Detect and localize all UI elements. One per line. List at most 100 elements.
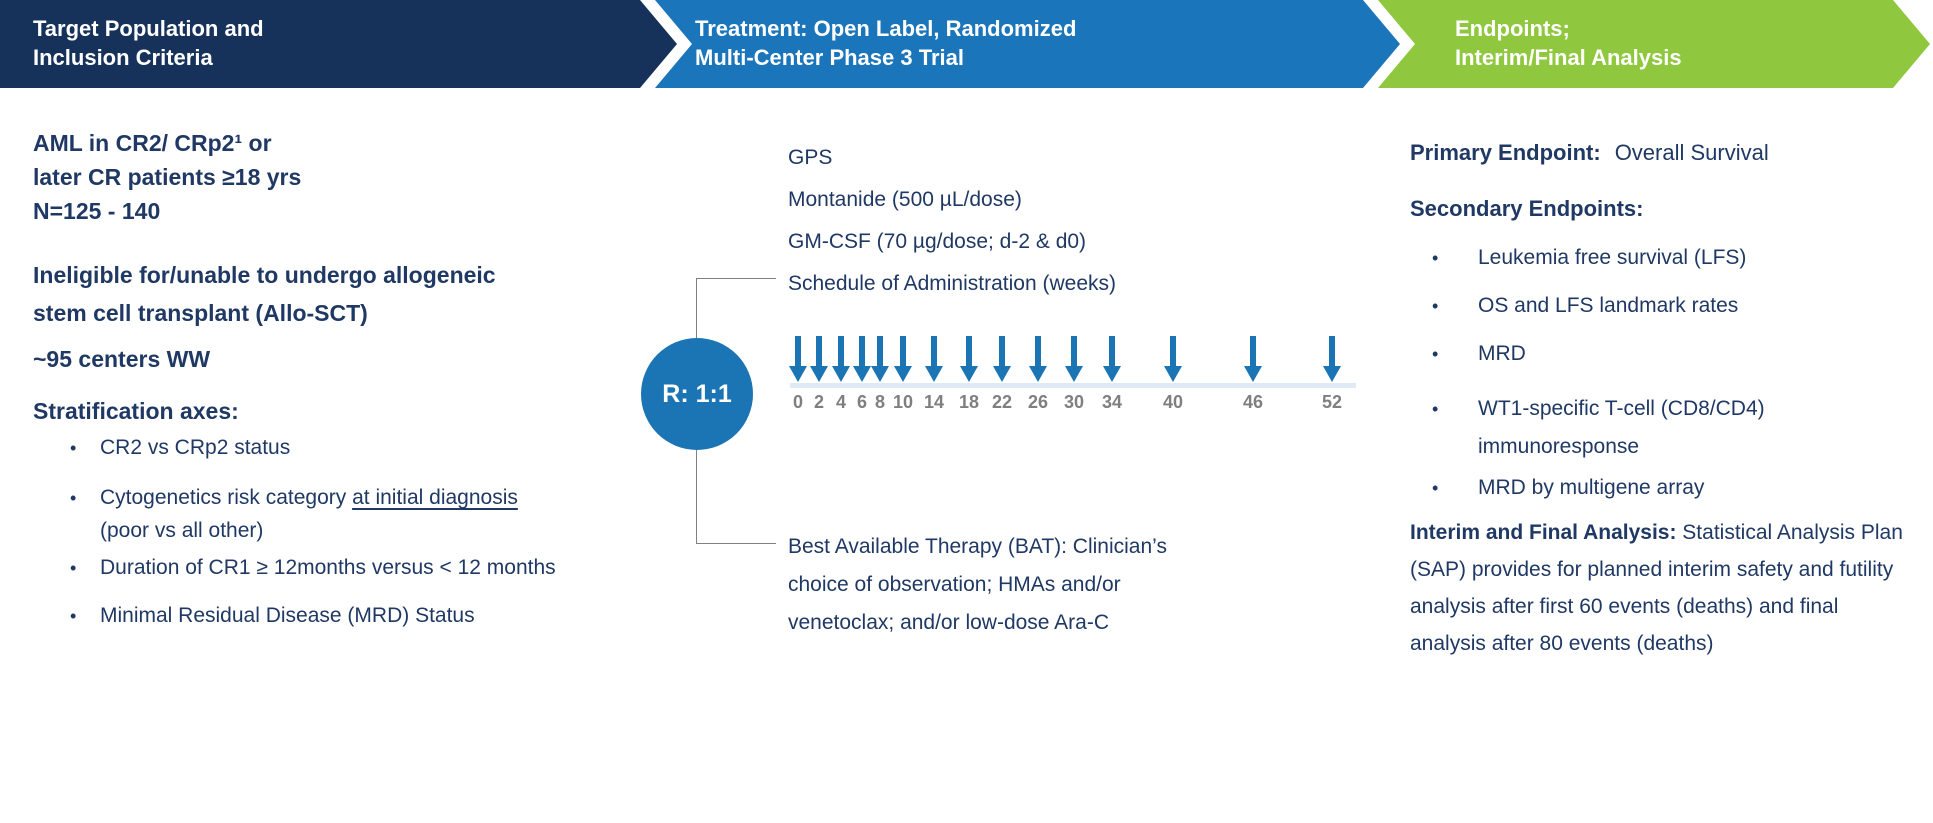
stratification-heading: Stratification axes: xyxy=(33,398,239,424)
arrow-shaft xyxy=(838,336,844,366)
bullet-4-text: Minimal Residual Disease (MRD) Status xyxy=(100,604,475,627)
endpoint-bullet-2: • OS and LFS landmark rates xyxy=(1432,294,1738,318)
endpoint-bullet-3: • MRD xyxy=(1432,342,1526,366)
week-label: 8 xyxy=(874,392,885,412)
arrow-shaft xyxy=(1109,336,1115,366)
randomization-label: R: 1:1 xyxy=(662,379,732,408)
interim-label: Interim and Final Analysis: xyxy=(1410,521,1677,544)
arrow-head xyxy=(810,366,828,382)
bullet-icon: • xyxy=(70,558,77,578)
endpoint-3-text: MRD xyxy=(1478,342,1526,365)
endpoint-1-text: Leukemia free survival (LFS) xyxy=(1478,246,1747,269)
week-label: 22 xyxy=(991,392,1013,412)
arrow-head xyxy=(1164,366,1182,382)
dose-arrow-icon xyxy=(1244,336,1262,382)
dose-arrow-icon xyxy=(894,336,912,382)
arrow-shaft xyxy=(859,336,865,366)
week-label: 30 xyxy=(1063,392,1085,412)
bullet-2-pre: Cytogenetics risk category xyxy=(100,486,353,509)
banner-endpoints-line2: Interim/Final Analysis xyxy=(1455,45,1682,70)
dose-arrow-icon xyxy=(1164,336,1182,382)
week-label: 46 xyxy=(1242,392,1264,412)
dose-arrow-icon xyxy=(853,336,871,382)
gps-arm-line3: GM-CSF (70 µg/dose; d-2 & d0) xyxy=(788,230,1087,253)
population-ineligible-block: Ineligible for/unable to undergo allogen… xyxy=(33,256,496,332)
cohort-line2: later CR patients ≥18 yrs xyxy=(33,164,302,190)
dose-arrow-icon xyxy=(810,336,828,382)
ineligible-line1: Ineligible for/unable to undergo allogen… xyxy=(33,262,496,288)
week-label: 26 xyxy=(1027,392,1049,412)
week-label: 14 xyxy=(923,392,945,412)
endpoint-4-line2: immunoresponse xyxy=(1478,435,1640,458)
week-label: 4 xyxy=(835,392,846,412)
secondary-endpoints-heading: Secondary Endpoints: xyxy=(1410,196,1644,221)
stratification-bullet-2: • Cytogenetics risk category at initial d… xyxy=(70,486,518,510)
schedule-title: Schedule of Administration (weeks) xyxy=(788,272,1116,295)
dose-arrow-icon xyxy=(960,336,978,382)
arrow-shaft xyxy=(816,336,822,366)
bullet-icon: • xyxy=(70,488,77,508)
week-label: 6 xyxy=(856,392,867,412)
arrow-shaft xyxy=(1329,336,1335,366)
week-label: 10 xyxy=(892,392,914,412)
endpoint-bullet-4: • WT1-specific T-cell (CD8/CD4) immunoresp… xyxy=(1432,390,1765,466)
endpoint-4-line1: WT1-specific T-cell (CD8/CD4) xyxy=(1478,397,1765,420)
stratification-bullet-2-line2: (poor vs all other) xyxy=(100,519,264,542)
bullet-icon: • xyxy=(1432,399,1439,419)
dose-arrow-icon xyxy=(1103,336,1121,382)
bracket-bottom-horizontal xyxy=(696,543,776,544)
interim-final-analysis-paragraph: Interim and Final Analysis: Statistical … xyxy=(1410,514,1906,662)
chevron-banner-endpoints: Endpoints; Interim/Final Analysis xyxy=(1378,0,1930,88)
endpoint-bullet-5: •MRD by multigene array xyxy=(1432,476,1704,500)
primary-endpoint-value: Overall Survival xyxy=(1614,140,1769,165)
arrow-head xyxy=(871,366,889,382)
bullet-icon: • xyxy=(1432,344,1439,364)
arrow-shaft xyxy=(931,336,937,366)
gps-arm-line2: Montanide (500 µL/dose) xyxy=(788,188,1022,211)
arrow-shaft xyxy=(1250,336,1256,366)
stratification-bullet-1: •CR2 vs CRp2 status xyxy=(70,436,290,460)
week-label: 18 xyxy=(958,392,980,412)
banner-endpoints-title: Endpoints; Interim/Final Analysis xyxy=(1455,14,1682,72)
ineligible-line2: stem cell transplant (Allo-SCT) xyxy=(33,300,368,326)
bullet-icon: • xyxy=(1432,296,1439,316)
population-centers: ~95 centers WW xyxy=(33,346,211,372)
arrow-head xyxy=(1103,366,1121,382)
banner-population-line2: Inclusion Criteria xyxy=(33,45,213,70)
banner-endpoints-line1: Endpoints; xyxy=(1455,16,1570,41)
primary-endpoint-row: Primary Endpoint:Overall Survival xyxy=(1410,140,1769,166)
cohort-line3: N=125 - 140 xyxy=(33,198,161,224)
bracket-top-vertical xyxy=(696,278,697,338)
dose-arrow-icon xyxy=(1065,336,1083,382)
endpoint-2-text: OS and LFS landmark rates xyxy=(1478,294,1739,317)
bullet-icon: • xyxy=(1432,248,1439,268)
arrow-shaft xyxy=(1071,336,1077,366)
week-label: 2 xyxy=(813,392,824,412)
arrow-head xyxy=(925,366,943,382)
endpoint-bullet-1: • Leukemia free survival (LFS) xyxy=(1432,246,1746,270)
stratification-bullet-3: •Duration of CR1 ≥ 12months versus < 12 … xyxy=(70,556,556,580)
arrow-head xyxy=(993,366,1011,382)
randomization-badge: R: 1:1 xyxy=(641,338,753,450)
bullet-2-underlined: at initial diagnosis xyxy=(352,486,518,509)
bullet-icon: • xyxy=(1432,478,1439,498)
arrow-head xyxy=(960,366,978,382)
arrow-head xyxy=(1244,366,1262,382)
week-label: 40 xyxy=(1162,392,1184,412)
week-label: 52 xyxy=(1321,392,1343,412)
arrow-shaft xyxy=(795,336,801,366)
schedule-axis xyxy=(790,383,1356,388)
arrow-shaft xyxy=(1035,336,1041,366)
arrow-shaft xyxy=(966,336,972,366)
dose-arrow-icon xyxy=(871,336,889,382)
stratification-bullet-4: •Minimal Residual Disease (MRD) Status xyxy=(70,604,475,628)
dose-arrow-icon xyxy=(993,336,1011,382)
dose-arrow-icon xyxy=(789,336,807,382)
arrow-head xyxy=(789,366,807,382)
bullet-icon: • xyxy=(70,438,77,458)
dose-arrow-icon xyxy=(925,336,943,382)
